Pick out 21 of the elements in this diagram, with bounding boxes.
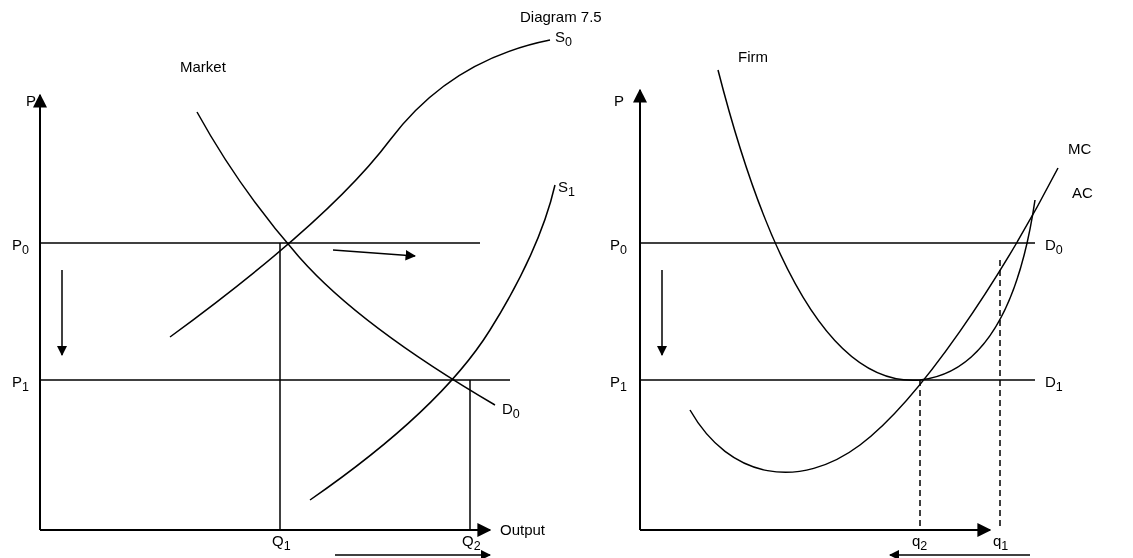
curve-label: D$_{0}$: [1045, 236, 1063, 259]
diagram-title: Diagram 7.5: [520, 8, 602, 26]
axis-label: P: [614, 92, 624, 110]
curve-label: D$_{0}$: [502, 400, 520, 423]
quantity-label: Q$_{2}$: [462, 532, 481, 555]
quantity-label: Q$_{1}$: [272, 532, 291, 555]
price-label: P$_{0}$: [610, 236, 627, 259]
price-label: P$_{0}$: [12, 236, 29, 259]
curve-label: AC: [1072, 184, 1093, 202]
curve-label: D$_{1}$: [1045, 373, 1063, 396]
panel-title: Market: [180, 58, 226, 76]
panel-title: Firm: [738, 48, 768, 66]
curve-label: S$_{1}$: [558, 178, 575, 201]
curve-label: MC: [1068, 140, 1092, 158]
price-label: P$_{1}$: [610, 373, 627, 396]
price-label: P$_{1}$: [12, 373, 29, 396]
axis-label: P: [26, 92, 36, 110]
quantity-label: q$_{2}$: [912, 532, 928, 555]
axis-label: Output: [500, 521, 546, 539]
curve-label: S$_{0}$: [555, 28, 572, 51]
quantity-label: q$_{1}$: [993, 532, 1009, 555]
